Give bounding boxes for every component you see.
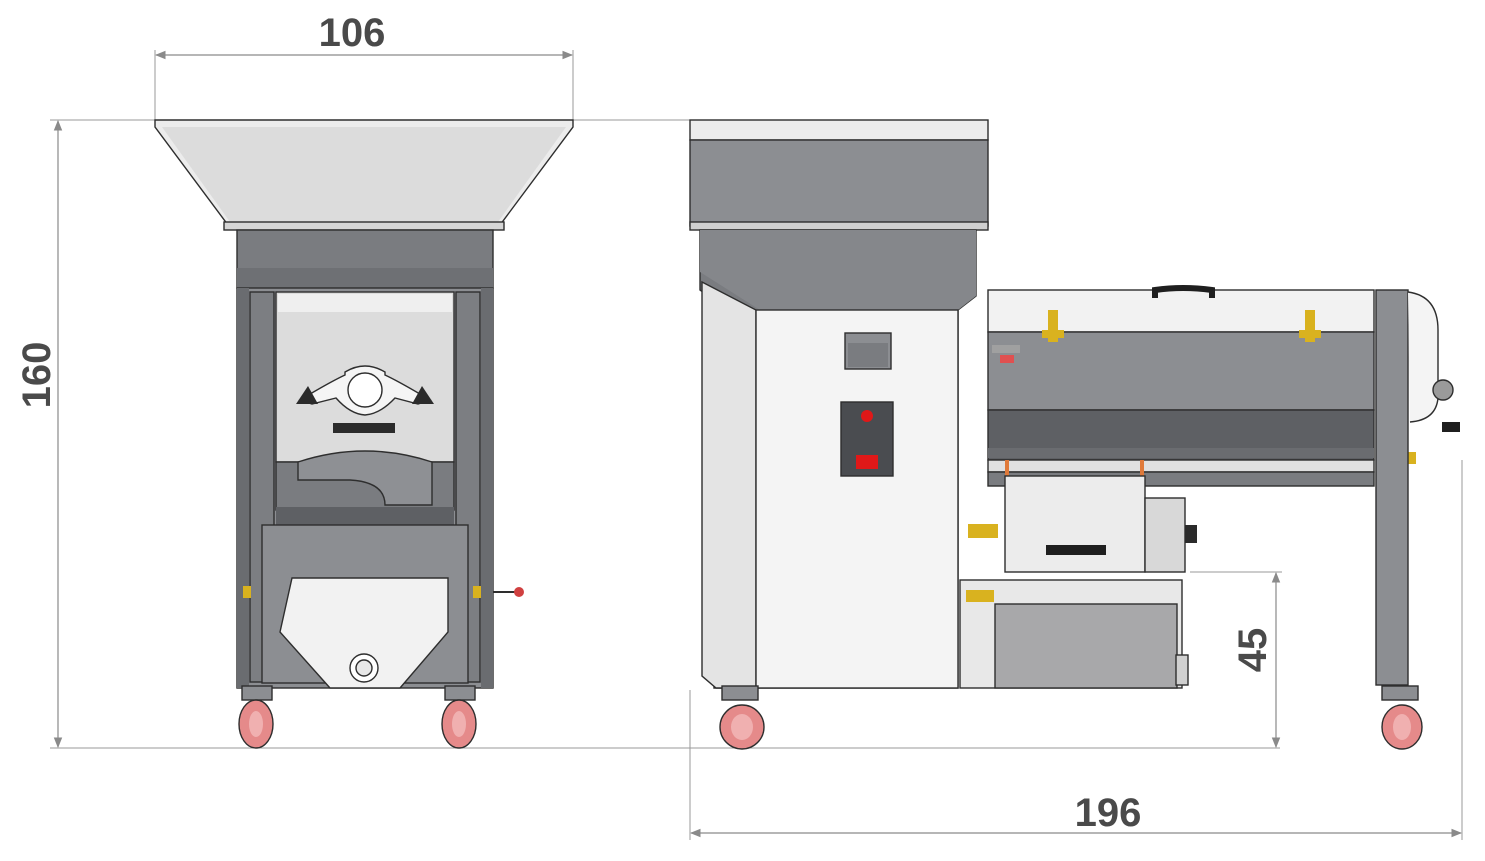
- height-dimension-label: 160: [15, 342, 59, 409]
- front-body-left-edge: [237, 288, 249, 688]
- side-clamp-5-icon: [966, 590, 994, 602]
- side-junction-box-face: [848, 343, 888, 367]
- front-window-top: [278, 294, 452, 312]
- side-hopper-panel: [689, 139, 989, 227]
- side-shaft-marker-right: [1140, 460, 1144, 476]
- front-wheel-right: [441, 685, 477, 749]
- side-motor-cap: [1144, 497, 1186, 573]
- front-upper-band: [237, 268, 493, 288]
- outlet-dimension-label: 45: [1231, 628, 1275, 673]
- side-rear-wheel-icon: [1432, 379, 1454, 401]
- side-power-switch: [856, 455, 878, 469]
- length-dimension-label: 196: [1075, 791, 1142, 835]
- side-motor-knob-icon: [1185, 525, 1197, 543]
- side-wheel-rear: [1381, 685, 1423, 750]
- side-stop-button: [861, 410, 873, 422]
- side-white-strip: [701, 280, 757, 689]
- side-tank-outlet: [1175, 654, 1189, 686]
- side-tower-upper: [700, 230, 976, 310]
- front-drum-casing: [297, 450, 433, 506]
- side-discharge-drum: [1004, 475, 1146, 573]
- side-shaft-marker-left: [1005, 460, 1009, 476]
- front-rotor-bar: [333, 423, 395, 433]
- side-clamp-1-icon: [1042, 310, 1064, 342]
- front-view-machine: [154, 119, 574, 749]
- side-must-tank-front: [994, 603, 1178, 689]
- side-rear-crank-icon: [1442, 422, 1460, 432]
- side-screw-cover: [987, 289, 1375, 333]
- front-hopper-inner: [162, 127, 566, 222]
- side-rear-post: [1375, 289, 1409, 686]
- side-warning-label: [1000, 355, 1014, 363]
- side-clamp-4-icon: [968, 524, 998, 538]
- side-drum-slot: [1046, 545, 1106, 555]
- side-hopper-rim: [689, 119, 989, 141]
- front-body-right-edge: [481, 288, 493, 688]
- front-side-knob-icon: [514, 587, 524, 597]
- side-hopper-lip: [689, 221, 989, 231]
- side-screw-shaft: [987, 459, 1375, 473]
- front-dark-band: [276, 507, 454, 525]
- front-clamp-left-icon: [243, 586, 251, 598]
- front-outlet-port-inner: [355, 659, 373, 677]
- side-label-plate: [992, 345, 1020, 353]
- front-collection-tray: [279, 577, 449, 689]
- front-rotor-hub: [347, 372, 383, 408]
- side-rear-bracket: [1407, 291, 1439, 423]
- width-dimension-label: 106: [319, 11, 386, 55]
- side-view-machine: [689, 119, 1460, 750]
- front-clamp-icon: [473, 586, 481, 598]
- front-hopper-rim: [223, 221, 505, 231]
- side-white-panel: [755, 309, 959, 689]
- side-wheel-front: [719, 685, 765, 750]
- side-cover-handle-icon: [1152, 285, 1215, 298]
- side-screw-body: [987, 331, 1375, 411]
- dimension-annotations: 106 160 196 45: [15, 11, 1463, 840]
- side-screw-shadow: [988, 448, 1374, 458]
- front-wheel-left: [238, 685, 274, 749]
- front-rotor-paddle-left: [296, 386, 318, 404]
- front-rotor-paddle-right: [412, 386, 434, 404]
- side-clamp-2-icon: [1299, 310, 1321, 342]
